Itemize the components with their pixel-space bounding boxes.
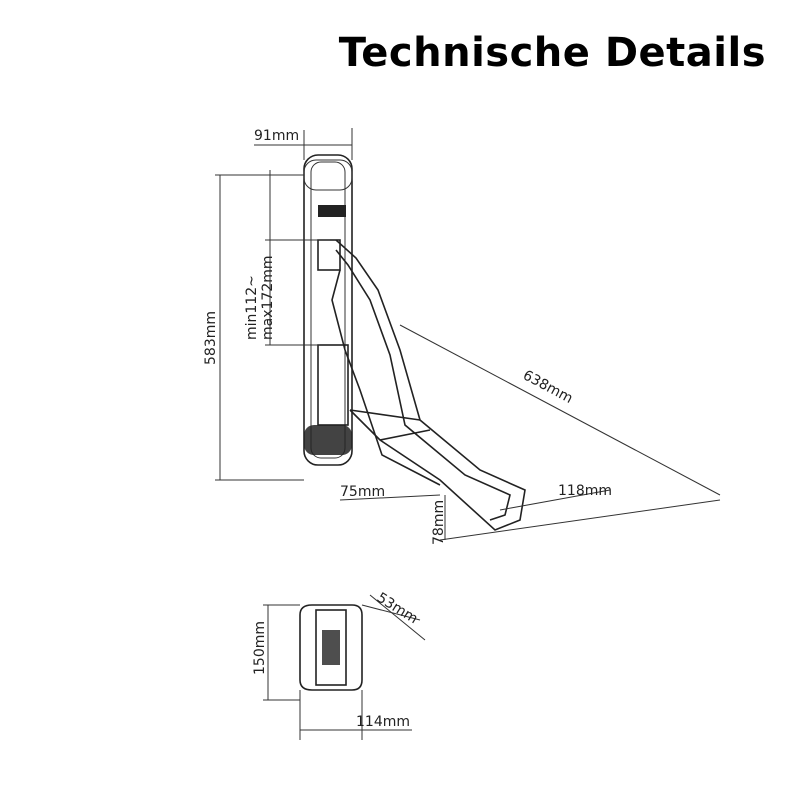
dim-bracket-width: 114mm bbox=[356, 714, 410, 730]
dim-hook-depth: 75mm bbox=[340, 484, 385, 500]
dim-bracket-depth: 53mm bbox=[374, 590, 421, 627]
dim-arm-length: 638mm bbox=[520, 367, 575, 406]
wall-bracket bbox=[263, 594, 426, 740]
dim-hook-height: 78mm bbox=[431, 500, 447, 545]
dim-bracket-height: 150mm bbox=[252, 621, 268, 675]
dim-adjust-min: min112~ bbox=[244, 275, 260, 340]
dim-hook-width: 118mm bbox=[558, 483, 612, 499]
dim-width-top: 91mm bbox=[254, 128, 299, 144]
dim-height-total: 583mm bbox=[203, 311, 219, 365]
page-title: Technische Details bbox=[338, 30, 766, 76]
dim-adjust-max: max172mm bbox=[260, 256, 276, 341]
dimension-lines bbox=[215, 128, 721, 541]
wall-rail bbox=[303, 154, 353, 466]
